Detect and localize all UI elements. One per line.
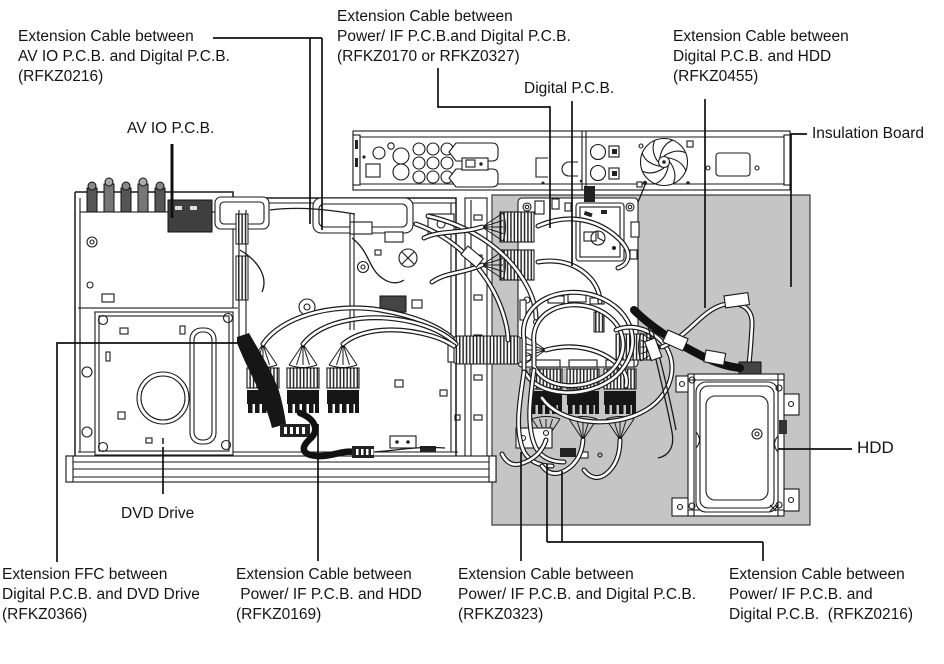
cable-harness-drawing [237,207,762,480]
label-ext-cable-power-digital-top: Extension Cable between Power/ IF P.C.B.… [337,8,571,65]
label-ext-cable-power-digital-bottom: Extension Cable between Power/ IF P.C.B.… [458,566,697,623]
rear-jack-grid [412,142,454,184]
av-io-pcb-drawing [79,199,234,309]
label-digital-pcb: Digital P.C.B. [524,80,615,97]
dvd-drive-drawing [94,311,234,456]
leader-lines [56,37,852,562]
main-chassis-drawing [74,177,488,461]
label-ext-cable-power-hdd: Extension Cable between Power/ IF P.C.B.… [236,566,422,623]
front-panel-bar [65,455,497,483]
fan-icon [636,137,694,188]
label-dvd-drive: DVD Drive [121,505,195,522]
label-av-io-pcb: AV IO P.C.B. [127,120,215,137]
av-io-jacks [86,177,166,213]
tuner-can [575,202,625,262]
label-ext-ffc-digital-dvd: Extension FFC between Digital P.C.B. and… [2,566,200,623]
power-hdd-cable [296,409,358,460]
label-hdd: HDD [857,438,894,457]
hdd-drawing [671,373,800,517]
ffc-ribbon [237,333,286,428]
label-ext-cable-avio-digital: Extension Cable between AV IO P.C.B. and… [18,28,230,85]
label-insulation-board: Insulation Board [812,125,925,142]
label-ext-cable-digital-hdd: Extension Cable between Digital P.C.B. a… [673,28,849,85]
label-ext-cable-power-digital-bottom-right: Extension Cable between Power/ IF P.C.B.… [729,566,914,623]
